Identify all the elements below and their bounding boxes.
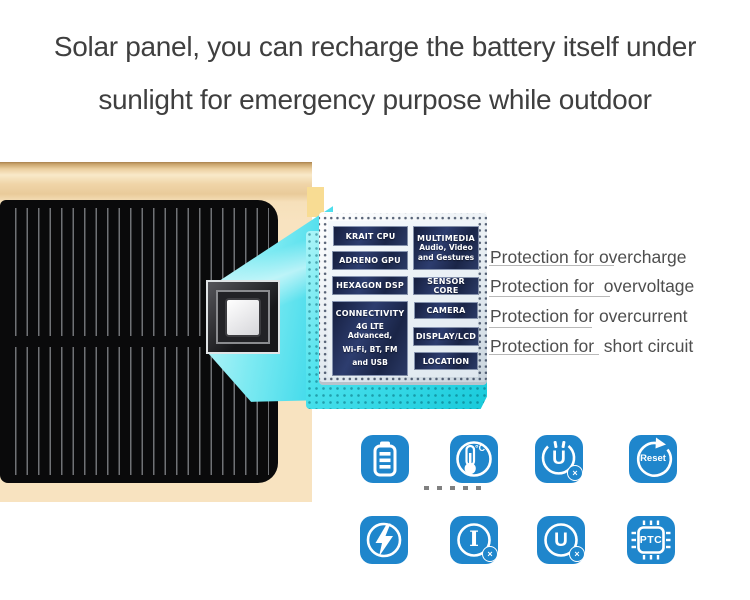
block-label: DISPLAY/LCD (415, 332, 477, 341)
block-label: HEXAGON DSP (336, 281, 404, 290)
thermometer-icon (456, 441, 492, 477)
block-krait-cpu: KRAIT CPU (333, 226, 408, 246)
protection-underline (489, 296, 610, 297)
x-badge: × (482, 546, 498, 562)
protection-item-short-circuit: Protection for short circuit (490, 336, 694, 356)
protection-underline (489, 354, 599, 355)
protection-underline (489, 265, 614, 266)
block-label: ADRENO GPU (339, 256, 401, 265)
x-badge: × (569, 546, 585, 562)
protection-item-overcurrent: Protection for overcurrent (490, 306, 688, 326)
feature-icon-ptc: PTC (627, 516, 675, 564)
block-camera: CAMERA (414, 302, 478, 319)
feature-icon-overvoltage: U × (537, 516, 585, 564)
u-letter: U (552, 448, 566, 469)
block-subline: Wi-Fi, BT, FM (342, 344, 398, 354)
chip-frame (208, 282, 278, 352)
block-display-lcd: DISPLAY/LCD (413, 327, 479, 346)
reset-arrow-icon (636, 437, 673, 477)
chip-die (227, 299, 259, 335)
feature-icon-short-circuit (360, 516, 408, 564)
u-letter: U (554, 530, 568, 551)
block-subline: and USB (352, 358, 388, 368)
clipped-text-fragment (424, 486, 482, 490)
celsius-label: °C (475, 443, 486, 453)
block-label: LOCATION (422, 356, 470, 366)
block-label: KRAIT CPU (345, 231, 396, 241)
battery-icon (373, 441, 397, 477)
block-subline: and Gestures (417, 252, 475, 262)
protection-underline (489, 327, 592, 328)
reset-label: Reset (640, 453, 666, 464)
feature-icon-reset: Reset (629, 435, 677, 483)
block-location: LOCATION (414, 352, 478, 370)
lightning-icon (366, 522, 402, 558)
page-title-line1: Solar panel, you can recharge the batter… (53, 31, 697, 62)
feature-icon-over-discharge: U × (535, 435, 583, 483)
magnified-chip (206, 280, 280, 354)
protection-item-overvoltage: Protection for overvoltage (490, 276, 695, 296)
chip-socket (216, 290, 270, 344)
ptc-chip-icon (631, 520, 671, 560)
power-bank-edge-sliver (307, 187, 324, 217)
block-adreno-gpu: ADRENO GPU (332, 251, 408, 270)
ptc-label: PTC (639, 534, 663, 546)
block-label: SENSOR CORE (427, 277, 465, 295)
block-connectivity: CONNECTIVITY 4G LTE Advanced, Wi-Fi, BT,… (332, 301, 408, 376)
feature-icon-temperature: °C (450, 435, 498, 483)
chip-diagram-board: KRAIT CPU ADRENO GPU HEXAGON DSP CONNECT… (319, 212, 487, 385)
block-sensor-core: SENSOR CORE (413, 277, 479, 295)
block-multimedia: MULTIMEDIA Audio, Video and Gestures (413, 226, 479, 270)
i-letter: I (469, 526, 479, 551)
current-i-circle-icon (457, 523, 491, 557)
block-label: CAMERA (426, 306, 466, 315)
block-label: CONNECTIVITY (335, 309, 405, 319)
block-label: MULTIMEDIA (417, 234, 475, 243)
x-badge: × (567, 465, 583, 481)
power-u-circle-icon (541, 445, 576, 475)
page-title-line2: sunlight for emergency purpose while out… (98, 84, 652, 115)
protection-item-overcharge: Protection for overcharge (490, 247, 687, 267)
block-subline: Audio, Video (419, 243, 473, 252)
block-subline: 4G LTE Advanced, (347, 322, 393, 340)
feature-icon-battery (361, 435, 409, 483)
voltage-u-circle-icon (544, 523, 578, 557)
block-hexagon-dsp: HEXAGON DSP (332, 276, 408, 295)
feature-icon-overcurrent: I × (450, 516, 498, 564)
